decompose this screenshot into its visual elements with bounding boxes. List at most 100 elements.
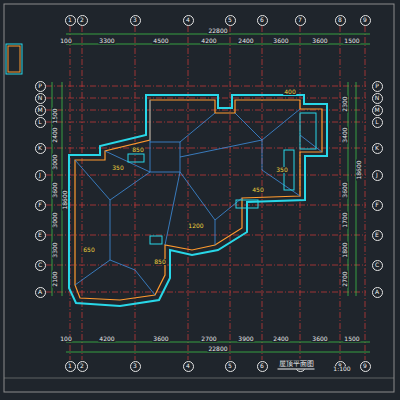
axis-label: 4 [186,17,190,23]
axis-bubble: N [372,93,383,104]
dimension-text: 3600 [311,336,328,342]
axis-bubble: M [372,105,383,116]
axis-bubble: F [35,200,46,211]
axis-bubble: K [372,143,383,154]
axis-bubble: 4 [183,15,194,26]
dimension-text: 18600 [356,159,362,180]
dimension-text: 1:100 [332,366,351,372]
axis-label: 5 [228,17,232,23]
dimension-text: 3300 [98,38,115,44]
axis-label: 1 [68,17,72,23]
dimension-text: 1500 [52,107,58,124]
axis-label: J [376,172,378,178]
axis-label: P [38,83,42,89]
dimension-text: 100 [59,38,72,44]
dimension-text: 3000 [52,211,58,228]
axis-label: K [38,145,42,151]
axis-bubble: 1 [65,361,76,372]
axis-label: A [375,289,379,295]
dimension-text: 2300 [342,95,348,112]
dimension-text: 4200 [98,336,115,342]
axis-bubble: C [35,260,46,271]
axis-label: E [375,232,379,238]
axis-label: L [375,119,378,125]
axis-bubble: 3 [130,361,141,372]
dimension-text: 3600 [152,336,169,342]
axis-label: 6 [260,363,264,369]
axis-bubble: 6 [257,15,268,26]
axis-label: K [375,145,379,151]
axis-bubble: P [372,81,383,92]
axis-bubble: A [372,287,383,298]
dimension-text: 18600 [62,189,68,210]
dimension-text: 3400 [342,126,348,143]
axis-bubble: 2 [77,15,88,26]
axis-bubble: E [372,230,383,241]
dimension-text: 4500 [152,38,169,44]
axis-label: F [375,202,378,208]
dimension-text: 22800 [207,28,228,34]
dimension-text: 3300 [52,241,58,258]
annotation: 450 [251,187,264,193]
dimension-text: 3600 [52,181,58,198]
axis-label: 9 [363,17,367,23]
axis-label: 1 [68,363,72,369]
axis-bubble: L [35,117,46,128]
dimension-text: 2400 [237,38,254,44]
axis-label: A [38,289,42,295]
annotation: 350 [275,167,288,173]
axis-label: 7 [298,17,302,23]
dimension-text: 1700 [342,211,348,228]
annotation: 850 [131,147,144,153]
dimension-text: 4200 [200,38,217,44]
axis-label: 5 [228,363,232,369]
axis-bubble: 7 [295,15,306,26]
dimension-text: 1500 [343,336,360,342]
axis-label: 4 [186,363,190,369]
axis-bubble: P [35,81,46,92]
axis-label: C [375,262,379,268]
axis-label: P [375,83,379,89]
axis-label: 3 [133,17,137,23]
axis-bubble: K [35,143,46,154]
dimension-text: 3600 [311,38,328,44]
axis-label: 2 [80,17,84,23]
axis-label: J [39,172,41,178]
axis-label: N [375,95,380,101]
axis-bubble: E [35,230,46,241]
dimension-text: 3900 [237,336,254,342]
axis-label: C [38,262,42,268]
dimension-text: 3600 [272,38,289,44]
annotation: 1200 [187,223,204,229]
dimension-text: 1500 [343,38,360,44]
axis-label: 8 [338,17,342,23]
dimension-text: 2100 [52,270,58,287]
dimension-text: 3000 [52,153,58,170]
axis-label: 6 [260,17,264,23]
dimension-text: 100 [59,336,72,342]
axis-bubble: A [35,287,46,298]
dimension-text: 2400 [52,126,58,143]
axis-label: M [37,107,42,113]
axis-bubble: 4 [183,361,194,372]
dimension-text: 1800 [342,241,348,258]
dimension-text: 3600 [342,181,348,198]
axis-bubble: 6 [257,361,268,372]
axis-bubble: 9 [360,15,371,26]
axis-label: N [38,95,43,101]
axis-bubble: L [372,117,383,128]
dimension-text: 22800 [207,346,228,352]
axis-bubble: 5 [225,15,236,26]
axis-bubble: 2 [77,361,88,372]
axis-label: M [374,107,379,113]
axis-bubble: 5 [225,361,236,372]
annotation: 650 [82,247,95,253]
dimension-text: 2700 [200,336,217,342]
axis-bubble: F [372,200,383,211]
axis-bubble: J [372,170,383,181]
axis-bubble: 1 [65,15,76,26]
dimension-text: 2400 [272,336,289,342]
axis-bubble: J [35,170,46,181]
axis-label: F [38,202,41,208]
annotation: 400 [283,89,296,95]
